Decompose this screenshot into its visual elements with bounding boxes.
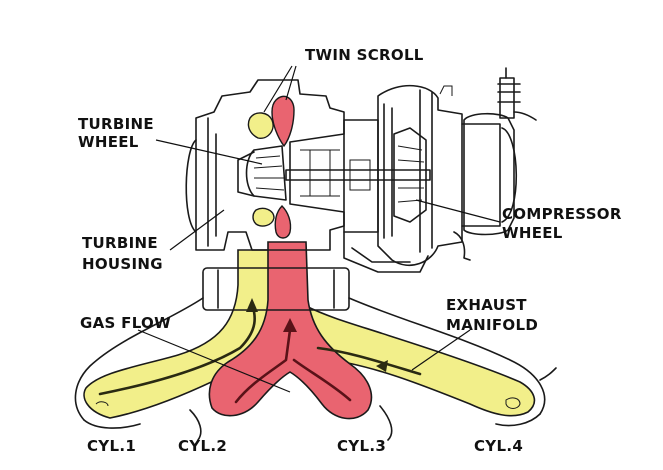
gas-flow-arrows: [98, 298, 422, 404]
twin-scroll-red-top: [271, 95, 295, 148]
leader-twin-scroll: [263, 65, 297, 113]
diagram-labels: TWIN SCROLL TURBINE WHEEL TURBINE HOUSIN…: [78, 46, 622, 455]
label-exhaust-manifold-2: MANIFOLD: [446, 316, 538, 334]
label-turbine-wheel-1: TURBINE: [78, 115, 154, 133]
leader-lines: [137, 65, 501, 393]
turbine-wheel: [245, 145, 287, 201]
twin-scroll-yellow-top: [247, 112, 274, 139]
actuator-rod: [499, 77, 515, 119]
label-cyl2: CYL.2: [178, 437, 227, 455]
turbine-housing: [195, 79, 345, 251]
flow-line-cyl1: [98, 302, 257, 396]
compressor-housing: [377, 84, 463, 266]
compressor-wheel: [393, 127, 427, 223]
shaft: [285, 169, 431, 181]
twin-scroll-yellow-bottom: [252, 207, 275, 227]
leader-exhaust-manifold: [411, 329, 471, 371]
label-turbine-housing-2: HOUSING: [82, 255, 163, 273]
leader-gas-flow: [137, 329, 291, 393]
label-cyl3: CYL.3: [337, 437, 386, 455]
flow-arrow-center: [283, 318, 297, 332]
flow-arrow-cyl1: [246, 298, 258, 312]
leader-turbine-housing: [169, 209, 225, 251]
label-turbine-housing-1: TURBINE: [82, 234, 158, 252]
label-cyl4: CYL.4: [474, 437, 523, 455]
label-compressor-wheel-1: COMPRESSOR: [502, 205, 622, 223]
flow-line-cyl2: [234, 328, 292, 404]
flow-line-cyl4: [316, 346, 422, 376]
manifold-flange: [202, 267, 350, 311]
turbocharger: [185, 67, 537, 273]
label-compressor-wheel-2: WHEEL: [502, 224, 563, 242]
flow-line-cyl3: [292, 358, 352, 402]
flow-arrow-cyl4: [376, 360, 388, 372]
wastegate-actuator: [463, 112, 515, 236]
leader-compressor-wheel: [415, 199, 501, 223]
label-cyl1: CYL.1: [87, 437, 136, 455]
label-twin-scroll: TWIN SCROLL: [305, 46, 424, 64]
compressor-inlet: [461, 123, 501, 227]
label-exhaust-manifold-1: EXHAUST: [446, 296, 527, 314]
center-housing: [289, 119, 379, 233]
twin-scroll-red-bottom: [274, 205, 292, 239]
leader-turbine-wheel: [155, 139, 263, 165]
label-turbine-wheel-2: WHEEL: [78, 133, 139, 151]
label-gas-flow: GAS FLOW: [80, 314, 171, 332]
